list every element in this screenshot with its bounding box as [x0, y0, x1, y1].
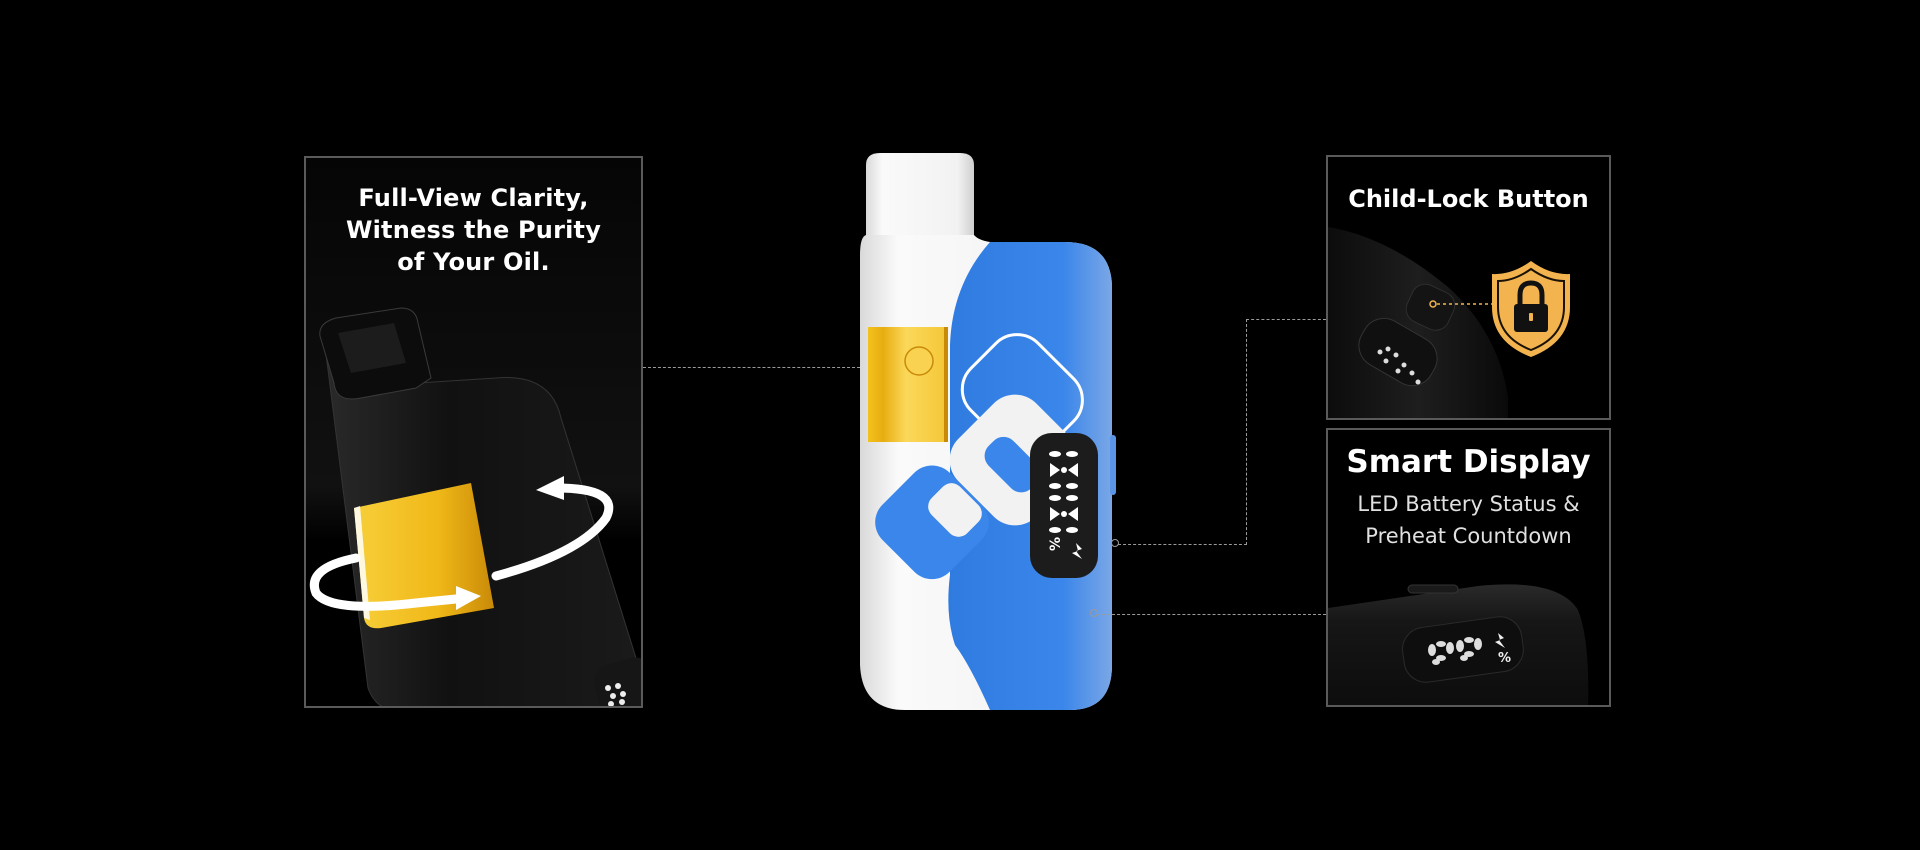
- smart-display-subtitle-line-2: Preheat Countdown: [1365, 524, 1572, 548]
- connector-child-lock-v: [1246, 319, 1247, 545]
- display-percent-icon: %: [1048, 537, 1064, 551]
- feature-panel-clarity: Full-View Clarity, Witness the Purity of…: [304, 156, 643, 708]
- connector-display: [1097, 614, 1326, 615]
- feature-panel-child-lock: Child-Lock Button: [1326, 155, 1611, 420]
- smart-display-title: Smart Display: [1346, 444, 1591, 480]
- device-image: %: [860, 153, 1116, 710]
- connector-clarity: [643, 367, 865, 368]
- rotating-cartridge-image: [310, 307, 641, 706]
- led-display-image: %: [1328, 584, 1589, 705]
- connector-dot-display: [1090, 609, 1098, 617]
- smart-display-subtitle-line-1: LED Battery Status &: [1357, 492, 1580, 516]
- child-lock-title: Child-Lock Button: [1348, 185, 1589, 213]
- clarity-title: Full-View Clarity, Witness the Purity of…: [306, 182, 641, 278]
- connector-child-lock-h1: [1118, 544, 1247, 545]
- smart-display-subtitle: LED Battery Status & Preheat Countdown: [1328, 488, 1609, 552]
- shield-lock-icon: [1492, 261, 1570, 357]
- feature-panel-smart-display: Smart Display LED Battery Status & Prehe…: [1326, 428, 1611, 707]
- clarity-title-line-3: of Your Oil.: [397, 248, 550, 276]
- svg-text:%: %: [1498, 651, 1511, 666]
- connector-dot-child-lock: [1111, 539, 1119, 547]
- clarity-title-line-1: Full-View Clarity,: [358, 184, 589, 212]
- connector-child-lock-h2: [1246, 319, 1326, 320]
- child-lock-image: [1328, 227, 1570, 418]
- clarity-title-line-2: Witness the Purity: [345, 216, 602, 244]
